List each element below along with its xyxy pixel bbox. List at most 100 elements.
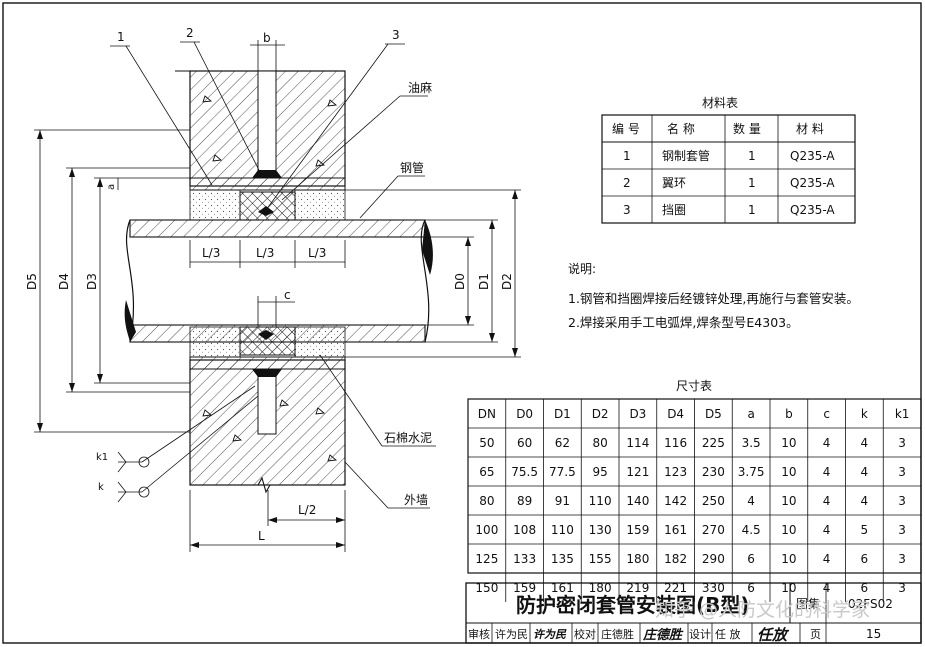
size-cell: 4 <box>747 494 755 508</box>
size-cell: 3.75 <box>738 465 765 479</box>
size-cell: 80 <box>592 436 607 450</box>
size-cell: 95 <box>592 465 607 479</box>
size-cell: 80 <box>479 494 494 508</box>
size-cell: 330 <box>702 581 725 595</box>
dim-l3-label-1: L/3 <box>202 246 220 260</box>
size-cell: 133 <box>513 552 536 566</box>
dim-c-label: c <box>284 288 291 302</box>
size-cell: 6 <box>861 552 869 566</box>
check-label: 校对 <box>574 627 596 641</box>
size-cell: 4 <box>861 494 869 508</box>
size-cell: 4 <box>823 581 831 595</box>
size-cell: 91 <box>555 494 570 508</box>
steel-pipe <box>124 219 433 343</box>
size-cell: 10 <box>781 465 796 479</box>
callout-steel-pipe: 钢管 <box>400 160 424 175</box>
size-cell: 161 <box>664 523 687 537</box>
size-header-cell: D0 <box>516 407 533 421</box>
size-cell: 4 <box>823 552 831 566</box>
size-cell: 3 <box>898 494 906 508</box>
dim-l-label: L <box>258 529 265 543</box>
size-cell: 142 <box>664 494 687 508</box>
size-cell: 230 <box>702 465 725 479</box>
designer-signature: 任放 <box>757 626 790 644</box>
notes: 说明: 1.钢管和挡圈焊接后经镀锌处理,再施行与套管安装。 2.焊接采用手工电弧… <box>568 261 859 330</box>
size-cell: 4 <box>823 494 831 508</box>
mat-header-name: 名 称 <box>667 121 695 136</box>
materials-table: 材料表 编 号 名 称 数 量 材 料 1 钢制套管 1 Q235-A 2 翼环… <box>601 96 856 224</box>
size-cell: 89 <box>517 494 532 508</box>
dim-d4-label: D4 <box>57 273 71 290</box>
size-cell: 121 <box>626 465 649 479</box>
size-cell: 180 <box>626 552 649 566</box>
dim-d5-label: D5 <box>25 273 39 290</box>
size-cell: 4 <box>823 465 831 479</box>
reviewer-name: 许为民 <box>495 628 528 641</box>
size-cell: 4 <box>861 465 869 479</box>
dim-l3-label-3: L/3 <box>308 246 326 260</box>
size-header-cell: k <box>861 407 868 421</box>
atlas-number: 02FS02 <box>848 597 893 611</box>
size-header-cell: k1 <box>895 407 910 421</box>
size-cell: 77.5 <box>549 465 576 479</box>
dimension-lines <box>34 40 521 552</box>
size-cell: 125 <box>475 552 498 566</box>
size-header-cell: D5 <box>705 407 722 421</box>
size-cell: 3 <box>898 523 906 537</box>
callout-asbestos: 石棉水泥 <box>384 431 432 445</box>
size-cell: 180 <box>589 581 612 595</box>
size-cell: 110 <box>551 523 574 537</box>
designer-name: 任 放 <box>715 627 741 641</box>
mat-cell: 1 <box>748 176 756 190</box>
size-cell: 140 <box>626 494 649 508</box>
size-cell: 130 <box>589 523 612 537</box>
atlas-label: 图集 <box>796 596 820 611</box>
size-header-cell: a <box>747 407 754 421</box>
size-header-cell: D3 <box>629 407 646 421</box>
mat-cell: 1 <box>623 149 631 163</box>
size-cell: 60 <box>517 436 532 450</box>
dim-d2-label: D2 <box>500 273 514 290</box>
size-cell: 4 <box>823 523 831 537</box>
size-cell: 161 <box>551 581 574 595</box>
dim-l2-label: L/2 <box>298 503 316 517</box>
size-cell: 3 <box>898 465 906 479</box>
size-cell: 108 <box>513 523 536 537</box>
size-cell: 4.5 <box>742 523 761 537</box>
size-table-title: 尺寸表 <box>676 379 712 393</box>
size-cell: 114 <box>626 436 649 450</box>
size-header-cell: D4 <box>667 407 684 421</box>
size-header-cell: D1 <box>554 407 571 421</box>
size-cell: 110 <box>589 494 612 508</box>
mat-cell: 挡圈 <box>662 203 686 217</box>
size-cell: 159 <box>626 523 649 537</box>
size-cell: 3 <box>898 436 906 450</box>
callout-oil-hemp: 油麻 <box>408 80 432 95</box>
notes-title: 说明: <box>568 261 596 276</box>
size-cell: 10 <box>781 494 796 508</box>
size-cell: 6 <box>747 581 755 595</box>
size-cell: 135 <box>551 552 574 566</box>
reviewer-signature: 许为民 <box>533 628 567 641</box>
page-number: 15 <box>866 627 881 641</box>
size-cell: 150 <box>475 581 498 595</box>
mat-cell: Q235-A <box>790 149 835 163</box>
watermark: 知乎 @人防文化的科学家 <box>655 599 870 621</box>
size-cell: 10 <box>781 436 796 450</box>
note-item-2: 2.焊接采用手工电弧焊,焊条型号E4303。 <box>568 315 799 330</box>
size-cell: 159 <box>513 581 536 595</box>
size-cell: 6 <box>747 552 755 566</box>
size-cell: 221 <box>664 581 687 595</box>
dim-b-label: b <box>263 31 271 45</box>
mat-cell: 翼环 <box>662 176 686 190</box>
size-cell: 4 <box>861 436 869 450</box>
part-label-2: 2 <box>186 26 194 40</box>
size-cell: 3 <box>898 581 906 595</box>
checker-name: 庄德胜 <box>601 627 634 641</box>
materials-table-title: 材料表 <box>702 96 738 110</box>
mat-header-qty: 数 量 <box>733 121 761 136</box>
size-cell: 6 <box>861 581 869 595</box>
